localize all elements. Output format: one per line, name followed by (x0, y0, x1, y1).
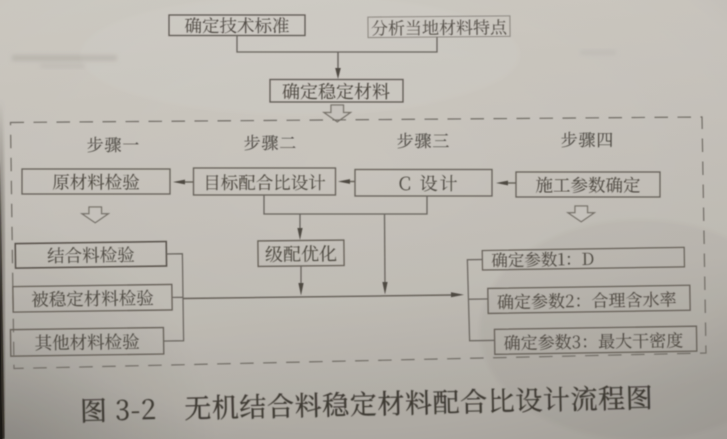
photographed-page (0, 0, 727, 439)
flowchart-figure (0, 0, 727, 439)
photo-grain (0, 0, 727, 439)
